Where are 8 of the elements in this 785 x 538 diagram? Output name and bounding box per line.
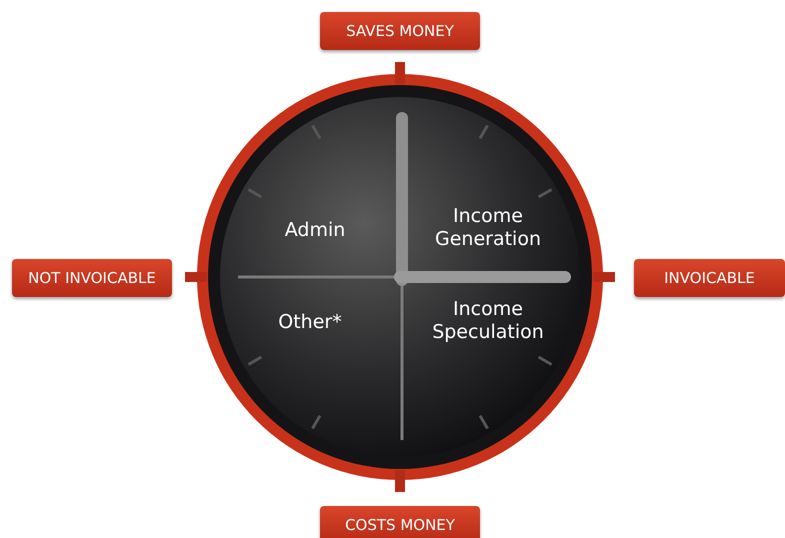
- label-tag: INVOICABLE: [634, 259, 785, 297]
- quadrant-label: Income Generation: [434, 205, 542, 251]
- label-tag: NOT INVOICABLE: [12, 259, 172, 297]
- quadrant-label: Income Speculation: [431, 298, 545, 344]
- label-tag: COSTS MONEY: [320, 506, 480, 538]
- quadrant-label: Other*: [277, 311, 343, 334]
- quadrant-label: Admin: [284, 219, 346, 242]
- label-tag: SAVES MONEY: [320, 12, 480, 50]
